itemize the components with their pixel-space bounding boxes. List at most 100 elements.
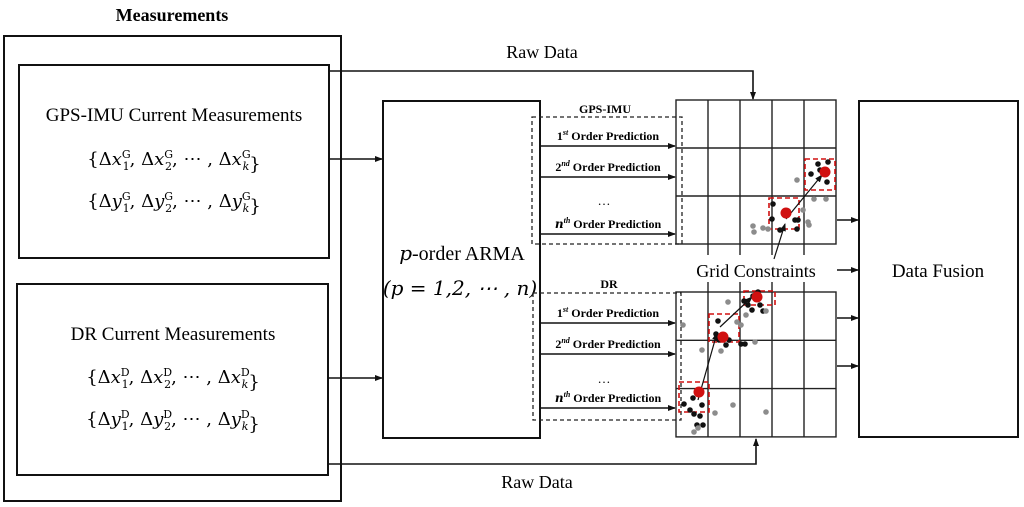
gray-point [765,226,771,232]
black-point [723,342,729,348]
prediction-row-2: 2nd Order Prediction [541,159,676,180]
raw-data-bottom-connector: Raw Data [328,438,759,492]
raw-data-top-label: Raw Data [506,42,577,62]
gray-point [718,348,724,354]
gray-point [695,425,701,431]
black-point [700,422,706,428]
black-point [738,341,744,347]
gray-point [800,207,806,213]
estimated-position-point [717,331,729,343]
gray-point [750,223,756,229]
black-point [770,201,776,207]
prediction-label: nth Order Prediction [555,390,662,405]
dr-prediction-title: DR [600,277,618,291]
black-point [777,227,783,233]
prediction-label: 1st Order Prediction [557,128,660,143]
grid-constraints [675,99,837,438]
black-point [749,307,755,313]
prediction-ellipsis: … [598,371,611,386]
data-fusion-label: Data Fusion [892,261,985,282]
gray-point [699,347,705,353]
gps-prediction-dashed-box [531,116,683,245]
black-point [713,331,719,337]
prediction-ellipsis: … [598,193,611,208]
black-point [687,407,693,413]
gray-point [725,299,731,305]
gray-point [751,229,757,235]
dr-prediction-dashed-box [532,292,682,421]
black-point [745,302,751,308]
highlight-region [804,158,836,191]
estimated-position-point [780,207,792,219]
prediction-row-1: 1st Order Prediction [541,305,676,326]
trajectory-arrow [719,296,753,328]
gray-point [823,196,829,202]
black-point [808,171,814,177]
grid-block-1 [675,99,837,245]
black-point [741,298,747,304]
grid-constraints-label: Grid Constraints [696,261,816,281]
prediction-label: 1st Order Prediction [557,305,660,320]
fusion-arrows [837,217,859,369]
prediction-label: 2nd Order Prediction [555,336,661,351]
gray-point [730,402,736,408]
prediction-row-2: 2nd Order Prediction [541,336,676,357]
gray-point [691,429,697,435]
gray-point [752,339,758,345]
gray-point [794,177,800,183]
black-point [681,401,687,407]
gps-prediction-title: GPS-IMU [579,102,631,116]
gray-point [763,409,769,415]
measurements-title: Measurements [116,5,229,25]
black-point [690,395,696,401]
estimated-position-point [819,166,831,178]
black-point [824,179,830,185]
gray-point [760,225,766,231]
trajectory-arrow [785,174,823,220]
black-point [794,226,800,232]
gray-point [734,319,740,325]
gps-measurements-label: GPS-IMU Current Measurements [46,105,302,126]
arma-parameter-range: (p = 1,2, ⋯ , n) [383,276,537,300]
black-point [757,302,763,308]
arma-box: p-order ARMA (p = 1,2, ⋯ , n) [382,100,541,439]
prediction-label: nth Order Prediction [555,216,662,231]
black-point [795,217,801,223]
black-point [699,402,705,408]
gps-prediction-group: GPS-IMU 1st Order Prediction 2nd Order Pr… [531,102,683,245]
measurements-outer-box [3,35,342,502]
arma-title: p-order ARMA [399,241,525,265]
gray-point [811,196,817,202]
data-fusion-box: Data Fusion [858,100,1019,438]
dr-prediction-group: DR 1st Order Prediction 2nd Order Predict… [532,277,682,421]
prediction-label: 2nd Order Prediction [555,159,661,174]
black-point [697,413,703,419]
gray-point [738,322,744,328]
prediction-row-1: 1st Order Prediction [541,128,676,149]
black-point [715,318,721,324]
dr-measurements-label: DR Current Measurements [71,324,276,345]
prediction-row-3: nth Order Prediction [541,216,676,237]
estimated-position-point [693,386,705,398]
black-point [825,159,831,165]
black-point [815,161,821,167]
gray-point [712,410,718,416]
gray-point [680,322,686,328]
raw-data-top-connector: Raw Data [329,42,756,100]
gray-point [743,312,749,318]
black-point [742,341,748,347]
prediction-row-3: nth Order Prediction [541,390,676,411]
gray-point [806,222,812,228]
gray-point [763,308,769,314]
black-point [769,216,775,222]
trajectory-arrow [773,223,786,260]
black-point [691,411,697,417]
raw-data-bottom-label: Raw Data [501,472,572,492]
